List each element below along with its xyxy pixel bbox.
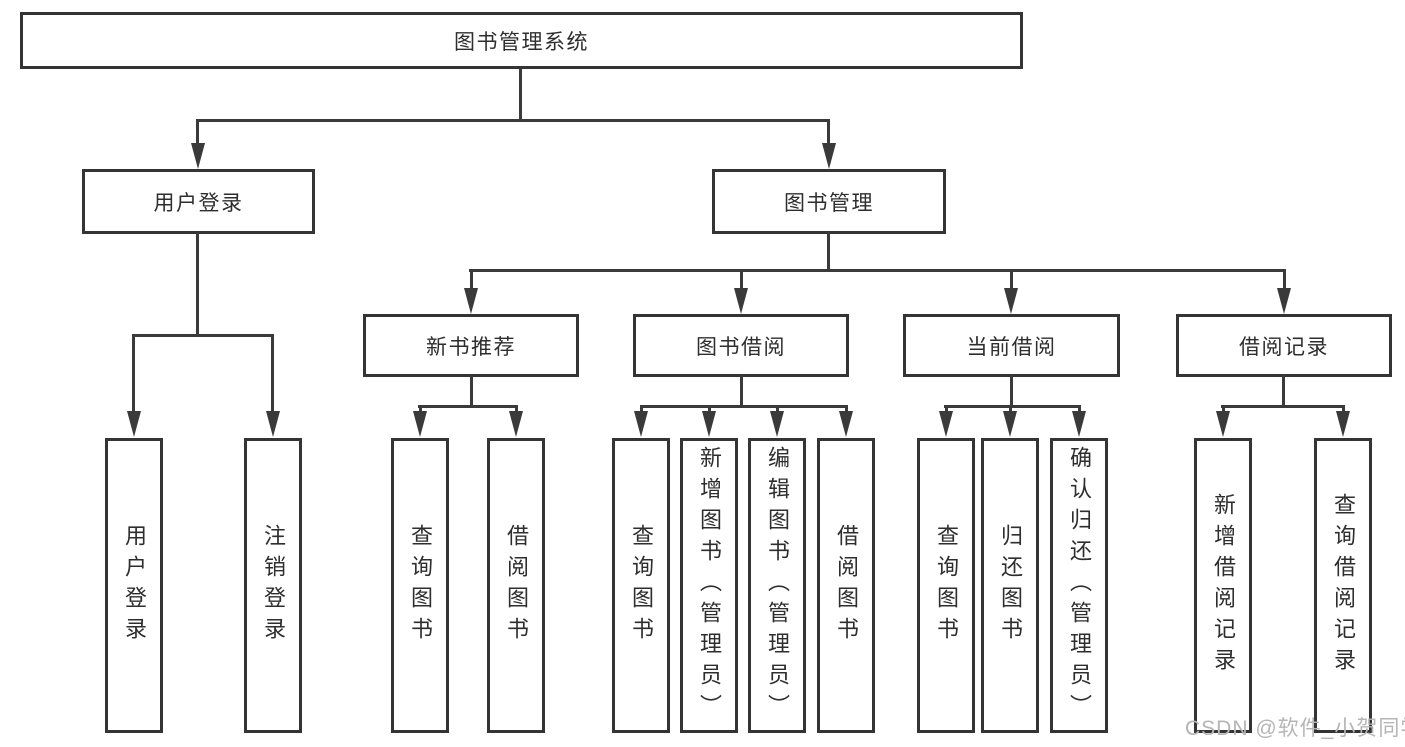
leaf-add-books-admin-label: 新增图书（管理员） <box>697 446 722 725</box>
node-book-borrow: 图书借阅 <box>633 314 849 377</box>
connector-book-management-stem <box>827 232 830 272</box>
arrowhead-to-new-book-recommend <box>464 288 478 314</box>
node-current-borrow-label: 当前借阅 <box>966 335 1057 359</box>
leaf-confirm-return-admin-label: 确认归还（管理员） <box>1067 446 1092 725</box>
node-new-book-recommend: 新书推荐 <box>363 314 579 377</box>
leaf-logout: 注销登录 <box>244 438 302 733</box>
leaf-borrow-books: 借阅图书 <box>817 438 875 733</box>
leaf-borrow-books-recommend: 借阅图书 <box>487 438 545 733</box>
connector-book-borrow-stem <box>740 375 743 407</box>
connector-shaft <box>271 334 274 414</box>
arrowhead-to-user-login <box>191 143 205 169</box>
leaf-logout-label: 注销登录 <box>261 523 286 648</box>
connector-book-borrow-bar <box>640 405 848 408</box>
node-user-login-label: 用户登录 <box>153 191 244 215</box>
leaf-user-login: 用户登录 <box>105 438 163 733</box>
leaf-confirm-return-admin: 确认归还（管理员） <box>1050 438 1108 733</box>
leaf-borrow-books-label: 借阅图书 <box>834 523 859 648</box>
arrowhead-to-leaf <box>1072 411 1086 437</box>
node-new-book-recommend-label: 新书推荐 <box>426 335 516 359</box>
leaf-query-borrow-record: 查询借阅记录 <box>1314 438 1372 733</box>
leaf-add-borrow-record-label: 新增借阅记录 <box>1211 492 1236 679</box>
connector-user-login-stem <box>196 232 199 336</box>
leaf-edit-books-admin-label: 编辑图书（管理员） <box>765 446 790 725</box>
node-current-borrow: 当前借阅 <box>903 314 1120 377</box>
connector-shaft <box>827 119 830 147</box>
node-user-login: 用户登录 <box>82 169 315 234</box>
leaf-query-books-recommend-label: 查询图书 <box>408 523 433 648</box>
arrowhead-to-leaf <box>1336 411 1350 437</box>
node-book-management-label: 图书管理 <box>784 191 874 215</box>
connector-current-borrow-bar <box>944 405 1081 408</box>
arrowhead-to-leaf <box>634 411 648 437</box>
leaf-query-books-borrow: 查询图书 <box>612 438 670 733</box>
connector-borrow-records-stem <box>1282 375 1285 407</box>
leaf-return-books: 归还图书 <box>981 438 1039 733</box>
arrowhead-to-leaf <box>1216 411 1230 437</box>
arrowhead-to-leaf <box>1003 411 1017 437</box>
arrowhead-to-leaf-logout <box>266 411 280 437</box>
leaf-query-books-current-label: 查询图书 <box>934 523 959 648</box>
leaf-query-books-current: 查询图书 <box>917 438 975 733</box>
watermark: CSDN @软件_小贺同学 <box>1185 717 1405 740</box>
connector-borrow-records-bar <box>1221 405 1345 408</box>
arrowhead-to-leaf <box>702 411 716 437</box>
connector-shaft <box>1283 269 1286 289</box>
connector-user-login-bar <box>133 334 274 337</box>
arrowhead-to-leaf <box>413 411 427 437</box>
arrowhead-to-leaf <box>770 411 784 437</box>
connector-level2-bar <box>469 269 1285 272</box>
connector-root-stem <box>519 69 522 121</box>
leaf-add-books-admin: 新增图书（管理员） <box>680 438 738 733</box>
node-book-borrow-label: 图书借阅 <box>696 335 786 359</box>
arrowhead-to-leaf <box>839 411 853 437</box>
leaf-borrow-books-recommend-label: 借阅图书 <box>504 523 529 648</box>
node-book-management: 图书管理 <box>712 169 946 234</box>
leaf-query-borrow-record-label: 查询借阅记录 <box>1331 492 1356 679</box>
leaf-query-books-borrow-label: 查询图书 <box>629 523 654 648</box>
connector-shaft <box>196 119 199 147</box>
connector-new-book-bar <box>418 405 518 408</box>
connector-shaft <box>132 334 135 414</box>
leaf-query-books-recommend: 查询图书 <box>391 438 449 733</box>
leaf-edit-books-admin: 编辑图书（管理员） <box>748 438 806 733</box>
leaf-return-books-label: 归还图书 <box>998 523 1023 648</box>
arrowhead-to-book-management <box>822 143 836 169</box>
connector-level1-bar <box>197 119 830 122</box>
connector-new-book-stem <box>470 375 473 407</box>
connector-current-borrow-stem <box>1010 375 1013 407</box>
arrowhead-to-leaf-user-login <box>127 411 141 437</box>
node-root-label: 图书管理系统 <box>454 30 589 54</box>
arrowhead-to-borrow-records <box>1277 288 1291 314</box>
node-borrow-records: 借阅记录 <box>1176 314 1392 377</box>
connector-shaft <box>740 269 743 289</box>
arrowhead-to-leaf <box>939 411 953 437</box>
leaf-add-borrow-record: 新增借阅记录 <box>1194 438 1252 733</box>
arrowhead-to-leaf <box>509 411 523 437</box>
connector-shaft <box>470 269 473 289</box>
arrowhead-to-book-borrow <box>734 288 748 314</box>
arrowhead-to-current-borrow <box>1004 288 1018 314</box>
leaf-user-login-label: 用户登录 <box>122 523 147 648</box>
node-borrow-records-label: 借阅记录 <box>1239 335 1329 359</box>
node-root: 图书管理系统 <box>20 12 1023 69</box>
connector-shaft <box>1010 269 1013 289</box>
